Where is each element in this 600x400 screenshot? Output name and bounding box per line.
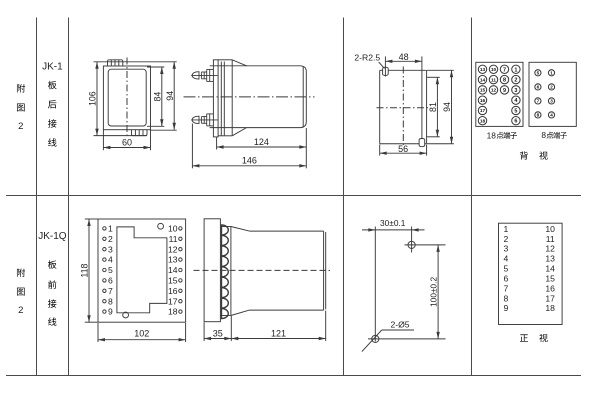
svg-text:12: 12 [491, 88, 497, 94]
svg-text:1: 1 [550, 71, 553, 76]
svg-text:12: 12 [545, 244, 555, 254]
svg-text:13: 13 [545, 254, 555, 264]
svg-text:12: 12 [168, 244, 178, 254]
svg-text:7: 7 [537, 99, 540, 104]
svg-text:7: 7 [503, 67, 506, 73]
svg-text:10: 10 [545, 224, 555, 234]
svg-text:4: 4 [108, 255, 113, 265]
svg-text:2: 2 [504, 234, 509, 244]
svg-text:56: 56 [398, 144, 408, 154]
svg-text:106: 106 [88, 91, 98, 106]
svg-text:1: 1 [514, 67, 517, 73]
svg-text:11: 11 [491, 77, 496, 83]
svg-text:17: 17 [168, 296, 178, 306]
svg-text:102: 102 [134, 329, 149, 339]
svg-text:48: 48 [399, 52, 409, 62]
svg-text:6: 6 [108, 276, 113, 286]
svg-text:JK-1Q: JK-1Q [38, 231, 67, 242]
svg-text:11: 11 [546, 234, 555, 244]
svg-text:3: 3 [514, 88, 517, 94]
svg-text:15: 15 [545, 274, 555, 284]
svg-text:124: 124 [254, 137, 269, 147]
svg-text:15: 15 [480, 88, 486, 94]
svg-text:8: 8 [504, 293, 509, 303]
svg-text:81: 81 [428, 102, 438, 112]
svg-text:18: 18 [168, 307, 178, 317]
svg-text:1: 1 [108, 224, 113, 234]
svg-text:2: 2 [550, 85, 553, 90]
svg-text:6: 6 [514, 119, 517, 125]
svg-text:4: 4 [514, 98, 518, 104]
svg-text:13: 13 [480, 67, 486, 73]
svg-text:8: 8 [537, 113, 540, 118]
svg-text:14: 14 [545, 264, 555, 274]
svg-text:11: 11 [169, 234, 178, 244]
svg-text:94: 94 [165, 91, 175, 101]
svg-text:9: 9 [108, 307, 113, 317]
svg-text:146: 146 [242, 155, 257, 165]
svg-text:3: 3 [550, 99, 553, 104]
svg-text:35: 35 [213, 329, 223, 339]
svg-text:94: 94 [442, 102, 452, 112]
svg-text:8: 8 [503, 78, 506, 84]
svg-text:2: 2 [514, 78, 517, 84]
svg-text:10: 10 [168, 224, 178, 234]
svg-text:13: 13 [168, 255, 178, 265]
svg-text:6: 6 [504, 274, 509, 284]
svg-text:2: 2 [18, 121, 23, 132]
svg-text:6: 6 [537, 85, 540, 90]
svg-text:4: 4 [550, 113, 553, 118]
svg-text:2: 2 [18, 305, 23, 316]
svg-text:1: 1 [504, 224, 509, 234]
svg-text:7: 7 [504, 283, 509, 293]
svg-text:3: 3 [504, 244, 509, 254]
svg-text:18: 18 [487, 130, 497, 140]
svg-text:18: 18 [480, 118, 486, 124]
svg-text:60: 60 [122, 138, 132, 148]
svg-text:16: 16 [545, 283, 555, 293]
svg-text:9: 9 [503, 88, 506, 94]
svg-text:7: 7 [108, 286, 113, 296]
svg-text:8: 8 [108, 296, 113, 306]
svg-text:30±0.1: 30±0.1 [380, 218, 406, 228]
svg-text:121: 121 [271, 329, 286, 339]
svg-text:16: 16 [480, 98, 486, 104]
svg-text:5: 5 [537, 71, 540, 76]
svg-text:15: 15 [168, 276, 178, 286]
svg-text:2-R2.5: 2-R2.5 [354, 52, 380, 62]
svg-text:14: 14 [168, 265, 178, 275]
svg-text:5: 5 [514, 109, 517, 115]
svg-text:5: 5 [108, 265, 113, 275]
svg-text:16: 16 [168, 286, 178, 296]
svg-text:2-Ø5: 2-Ø5 [390, 320, 409, 330]
svg-text:17: 17 [545, 293, 555, 303]
svg-text:84: 84 [152, 92, 162, 102]
svg-text:3: 3 [108, 244, 113, 254]
svg-text:9: 9 [504, 303, 509, 313]
svg-text:14: 14 [480, 77, 486, 83]
svg-text:4: 4 [504, 254, 509, 264]
svg-text:100±0.2: 100±0.2 [429, 277, 439, 307]
svg-text:JK-1: JK-1 [42, 61, 63, 72]
svg-text:5: 5 [504, 264, 509, 274]
svg-text:118: 118 [80, 263, 90, 277]
svg-text:10: 10 [491, 67, 497, 73]
svg-text:2: 2 [108, 234, 113, 244]
svg-text:8: 8 [541, 130, 546, 140]
svg-text:18: 18 [545, 303, 555, 313]
svg-text:17: 17 [480, 108, 486, 114]
